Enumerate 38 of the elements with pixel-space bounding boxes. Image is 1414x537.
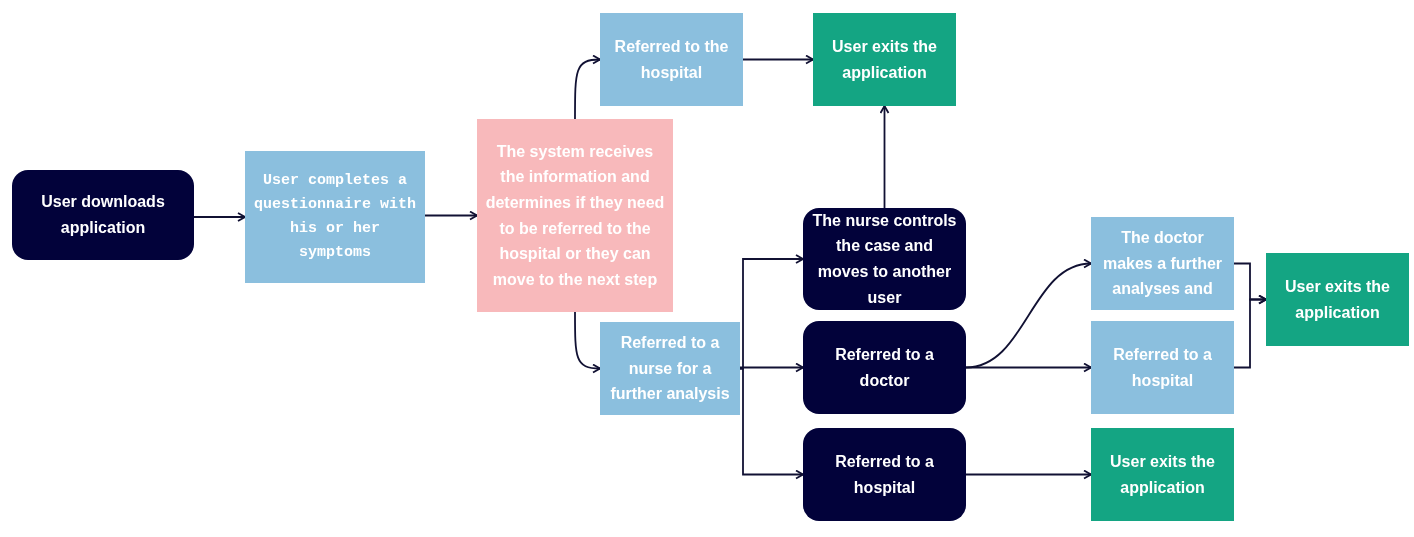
box-label: Referred to a hospital — [1112, 344, 1213, 391]
process-box — [803, 321, 966, 414]
process-box — [600, 322, 740, 415]
end-box — [813, 13, 956, 106]
box-label: The system receives the information and determines if they need to be referred to the hospital or they can move to the next step — [485, 141, 665, 290]
box-label: Referred to the hospital — [613, 36, 730, 83]
process-box — [245, 151, 425, 283]
box-label: User exits the application — [1109, 451, 1216, 498]
process-box — [600, 13, 743, 106]
arrow — [879, 105, 890, 209]
arrow — [574, 311, 601, 374]
box-label: User completes a questionnaire with his or her symptoms — [253, 171, 417, 263]
end-box — [1266, 253, 1409, 346]
arrow — [965, 259, 1092, 369]
box-label: Referred to a doctor — [834, 344, 935, 391]
process-box — [1091, 217, 1234, 310]
arrow — [424, 210, 478, 221]
end-box — [1091, 428, 1234, 521]
arrow — [965, 362, 1092, 373]
process-box — [1091, 321, 1234, 414]
decision-box — [477, 119, 673, 312]
arrow — [739, 254, 804, 370]
box-label: User exits the application — [1284, 276, 1391, 323]
process-box — [12, 170, 194, 260]
arrow — [739, 362, 804, 373]
arrow — [739, 367, 804, 480]
box-label: User exits the application — [831, 36, 938, 83]
box-label: Referred to a nurse for a further analysis — [609, 333, 731, 405]
box-label: The doctor makes a further analyses and — [1101, 228, 1224, 300]
arrow — [574, 54, 601, 120]
box-label: User downloads application — [40, 192, 166, 238]
arrow — [193, 212, 246, 222]
arrow — [1233, 294, 1267, 369]
arrow — [965, 469, 1092, 480]
box-label: The nurse controls the case and moves to another user — [811, 210, 958, 308]
process-box — [803, 428, 966, 521]
arrow — [742, 54, 814, 65]
box-label: Referred to a hospital — [834, 451, 935, 498]
